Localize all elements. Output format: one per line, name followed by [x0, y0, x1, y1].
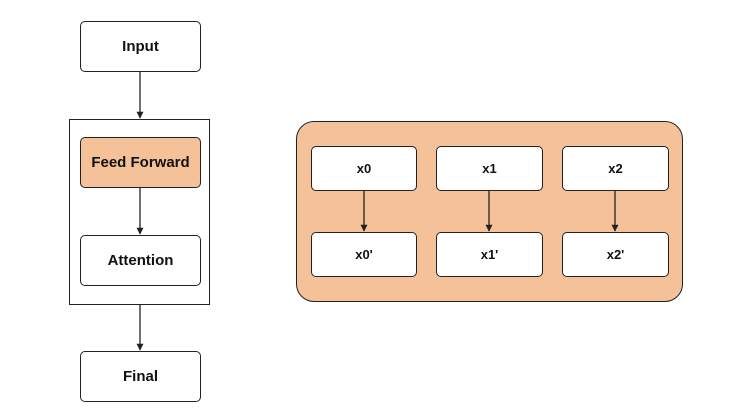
token-x2-prime: x2': [562, 232, 669, 277]
token-x1: x1: [436, 146, 543, 191]
attention-node: Attention: [80, 235, 201, 286]
final-node: Final: [80, 351, 201, 402]
feed-forward-node: Feed Forward: [80, 137, 201, 188]
token-x2: x2: [562, 146, 669, 191]
input-node: Input: [80, 21, 201, 72]
token-x1-prime: x1': [436, 232, 543, 277]
token-x0: x0: [311, 146, 417, 191]
token-x0-prime: x0': [311, 232, 417, 277]
